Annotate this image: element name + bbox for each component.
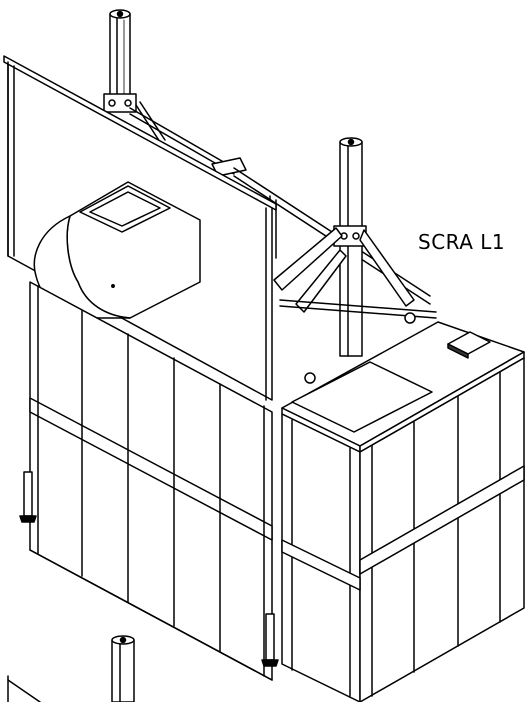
- top-deck: [281, 312, 525, 453]
- front-braces: [273, 227, 437, 319]
- lower-post-partial: [7, 635, 135, 702]
- front-post-right: [333, 137, 367, 357]
- leveling-feet: [19, 471, 279, 667]
- callout-label: SCRA L1: [418, 230, 506, 254]
- motor-housing: [33, 181, 201, 319]
- front-cabinet: [281, 357, 525, 702]
- left-cabinet: [29, 281, 273, 681]
